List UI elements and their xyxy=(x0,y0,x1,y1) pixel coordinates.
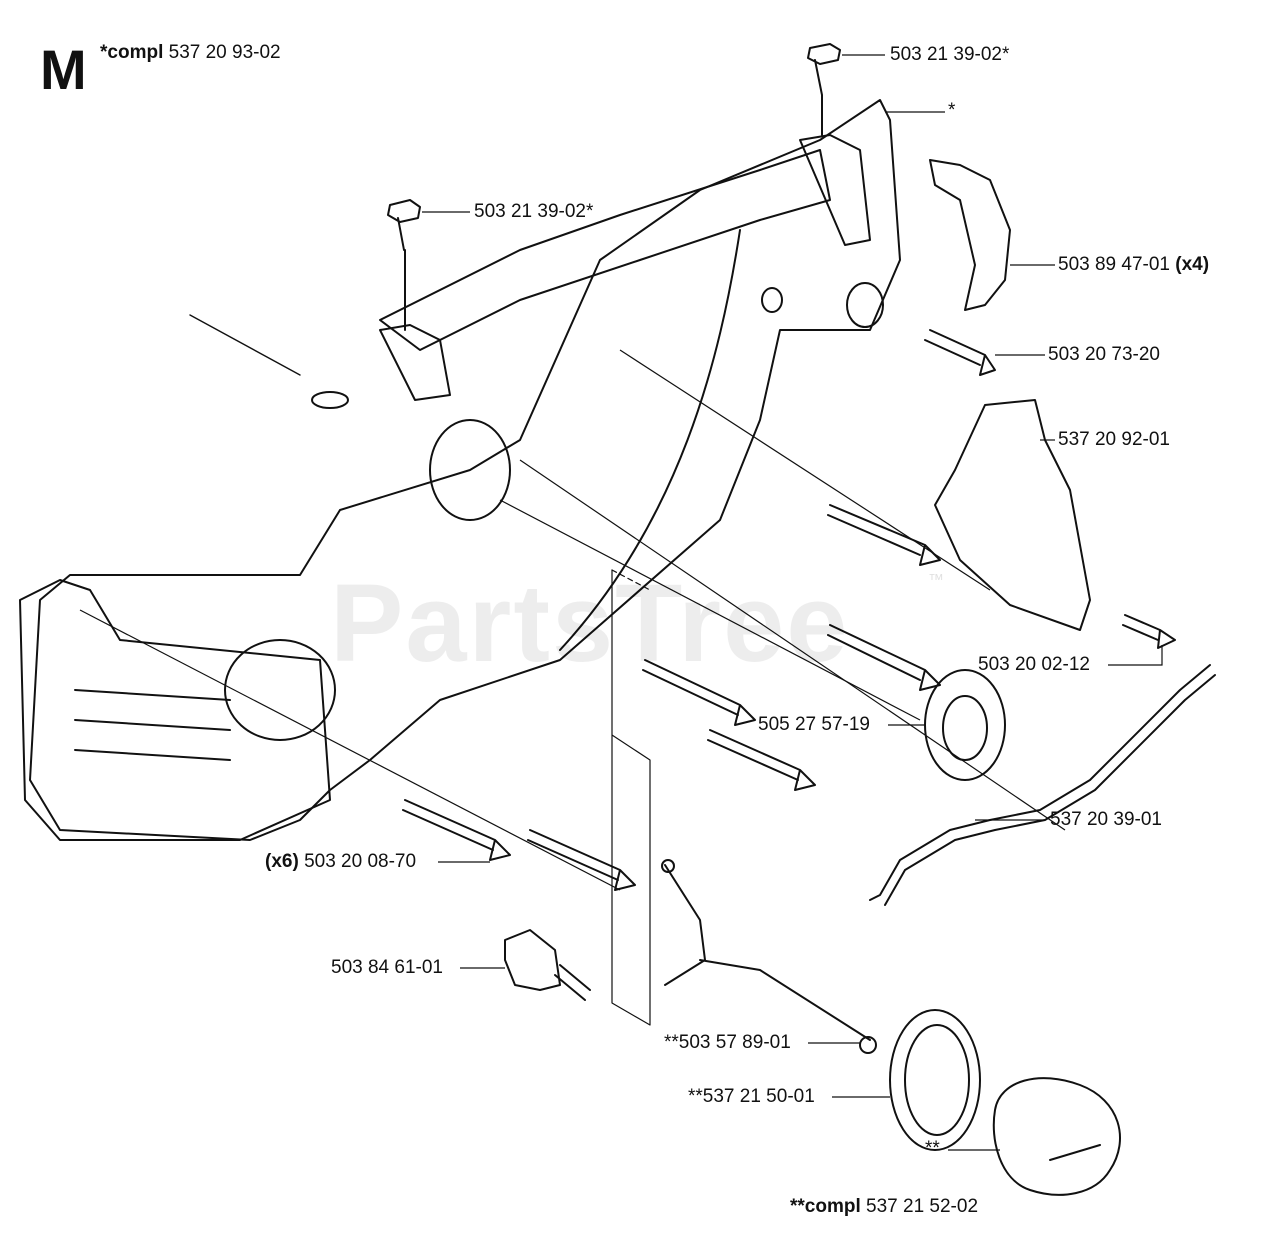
plug xyxy=(504,929,591,1001)
screw-top-right xyxy=(807,43,841,136)
oil-line-2 xyxy=(884,674,1216,906)
header-part-number: 537 20 93-02 xyxy=(168,42,281,63)
oil-filter-ball xyxy=(661,859,675,873)
crankcase-inner-arc xyxy=(559,229,741,651)
label-plug[interactable]: 503 84 61-01 xyxy=(331,957,443,978)
label-cap-marker: ** xyxy=(925,1138,940,1159)
bolt-lower-left xyxy=(402,799,511,861)
leader-body-left xyxy=(189,314,301,376)
vent-slot-1 xyxy=(74,689,231,701)
watermark-trademark: ™ xyxy=(928,572,944,589)
front-bore xyxy=(224,639,336,741)
crankcase-front xyxy=(19,579,331,841)
crankcase-handle xyxy=(379,149,831,351)
watermark: PartsTree xyxy=(330,562,850,685)
label-oil-filter[interactable]: **503 57 89-01 xyxy=(664,1032,791,1053)
oil-filter-end xyxy=(859,1036,877,1054)
label-bolt-qty: (x6) xyxy=(265,851,299,872)
bolt-center xyxy=(642,659,756,726)
bearing-hole xyxy=(846,282,884,328)
mount-hole-2 xyxy=(311,391,349,409)
label-screw-top-left[interactable]: 503 21 39-02* xyxy=(474,201,594,222)
bolt-mid xyxy=(827,624,941,691)
top-left-post xyxy=(379,324,451,401)
label-clip-qty: (x4) xyxy=(1175,254,1210,275)
header-assembly-label: *compl 537 20 93-02 xyxy=(100,42,281,64)
crankcase-outline xyxy=(29,99,901,841)
small-bolt xyxy=(1122,614,1176,649)
bolt-mid-right xyxy=(827,504,941,566)
label-screw-top-right[interactable]: 503 21 39-02* xyxy=(890,44,1010,65)
label-clip[interactable]: 503 89 47-01 (x4) xyxy=(1058,254,1209,276)
oil-line xyxy=(869,664,1211,901)
oil-cap xyxy=(992,1077,1121,1196)
footer-part-number: 537 21 52-02 xyxy=(866,1196,979,1217)
label-gasket[interactable]: **537 21 50-01 xyxy=(688,1086,815,1107)
seal-ring-outer xyxy=(924,669,1006,781)
seal-ring-inner xyxy=(942,695,988,761)
ref-line xyxy=(611,569,651,1026)
header-prefix: *compl xyxy=(100,42,164,63)
gasket-outer xyxy=(889,1009,981,1151)
cover-plate xyxy=(934,399,1091,631)
label-star-marker: * xyxy=(948,100,956,121)
leader-small-bolt xyxy=(1108,645,1163,666)
bolt-lower-center xyxy=(707,729,816,791)
label-small-bolt[interactable]: 503 20 02-12 xyxy=(978,654,1090,675)
label-bolt-upper[interactable]: 503 20 73-20 xyxy=(1048,344,1160,365)
bolt-bottom-left xyxy=(527,829,636,891)
mount-hole-1 xyxy=(761,287,783,313)
vent-slot-3 xyxy=(74,749,231,761)
bolt-upper xyxy=(924,329,996,376)
screw-top-left xyxy=(387,199,421,331)
label-cover-plate[interactable]: 537 20 92-01 xyxy=(1058,429,1170,450)
gasket-inner xyxy=(904,1024,970,1136)
top-right-post xyxy=(799,134,871,246)
dashed-ref xyxy=(611,569,651,591)
label-bolt-x6[interactable]: (x6) 503 20 08-70 xyxy=(265,851,416,873)
footer-prefix: **compl xyxy=(790,1196,861,1217)
clip-part xyxy=(929,159,1011,311)
oil-filter-fork xyxy=(664,864,871,1041)
label-oil-line[interactable]: 537 20 39-01 xyxy=(1050,809,1162,830)
footer-assembly-label: **compl 537 21 52-02 xyxy=(790,1196,978,1218)
label-bolt-part: 503 20 08-70 xyxy=(304,851,417,872)
label-seal-ring[interactable]: 505 27 57-19 xyxy=(758,714,870,735)
section-letter: M xyxy=(40,38,87,101)
cylinder-bore xyxy=(429,419,511,521)
label-clip-part: 503 89 47-01 xyxy=(1058,254,1170,275)
vent-slot-2 xyxy=(74,719,231,731)
